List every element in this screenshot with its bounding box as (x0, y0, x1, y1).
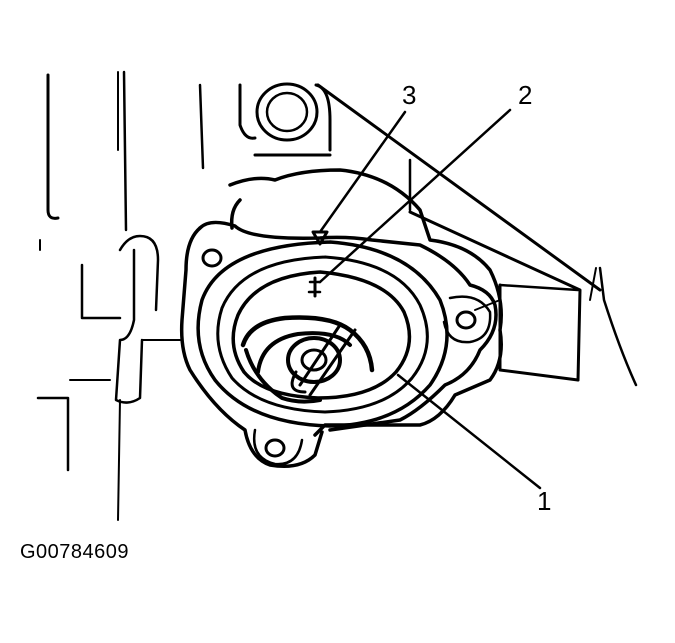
callout-label-2: 2 (518, 80, 532, 110)
callout-1-leader (396, 373, 542, 490)
outlet-pipe (238, 82, 332, 157)
thermostat-coil (240, 315, 375, 404)
gasket-rings (196, 240, 449, 428)
engine-block-outline (36, 70, 205, 521)
bolt-holes (201, 248, 492, 466)
figure-id-label: G00784609 (20, 541, 130, 563)
callout-label-1: 1 (537, 486, 551, 516)
callout-2-leader (318, 108, 512, 284)
callout-label-3: 3 (402, 80, 416, 110)
callout-3-leader (318, 110, 407, 234)
housing-body (179, 168, 503, 468)
